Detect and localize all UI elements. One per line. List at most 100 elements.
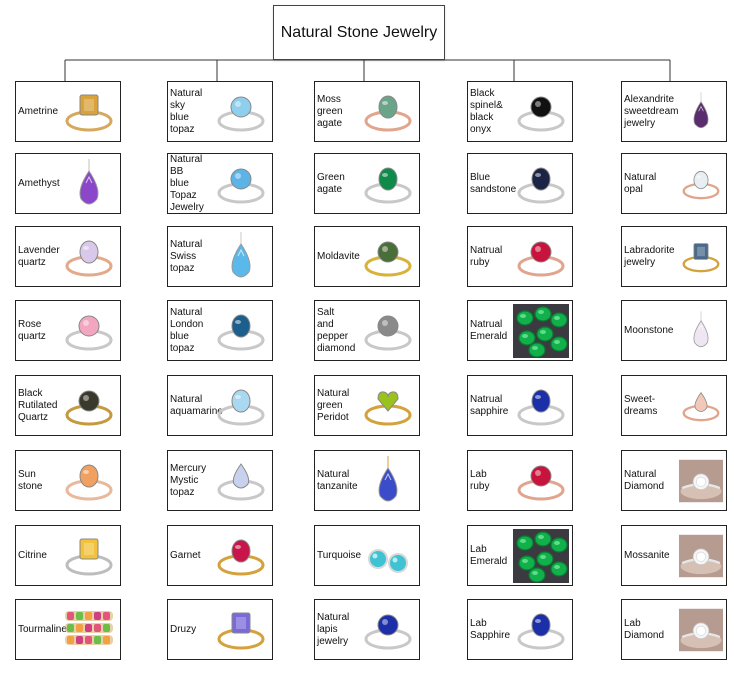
lab-ruby-ring-icon-graphic [517, 465, 565, 501]
category-label: Lab Diamond [624, 617, 665, 641]
category-label: Natural BB blue Topaz Jewelry [170, 153, 204, 213]
lab-sapphire-ring-icon [513, 603, 569, 657]
category-box: Mossanite [621, 525, 727, 586]
sweetdreams-ring-icon-graphic [682, 391, 720, 422]
blue-sandstone-ring-icon-graphic [517, 167, 565, 204]
tanzanite-pendant-icon [360, 454, 416, 508]
salt-pepper-diamond-ring-icon [360, 304, 416, 358]
category-label: Tourmaline [18, 623, 67, 635]
rose-quartz-ring-icon-graphic [65, 315, 113, 351]
moldavite-ring-icon [360, 230, 416, 284]
turquoise-earrings-icon-graphic [368, 549, 408, 573]
category-box: Citrine [15, 525, 121, 586]
category-box: Sun stone [15, 450, 121, 511]
garnet-ring-icon [213, 529, 269, 583]
opal-ring-icon-graphic [682, 171, 720, 200]
druzy-ring-icon-graphic [217, 612, 265, 650]
category-box: Natural green Peridot [314, 375, 420, 436]
category-box: Natural aquamarine [167, 375, 273, 436]
category-box: Lab ruby [467, 450, 573, 511]
emerald-stones-icon-graphic [513, 304, 569, 358]
category-label: Natrual ruby [470, 244, 503, 268]
category-box: Natural lapis jewelry [314, 599, 420, 660]
sunstone-ring-icon [61, 454, 117, 508]
citrine-ring-icon-graphic [65, 538, 113, 576]
lab-emerald-stones-icon [513, 529, 569, 583]
amethyst-pendant-icon-graphic [79, 159, 99, 205]
emerald-stones-icon [513, 304, 569, 358]
category-box: Black spinel& black onyx [467, 81, 573, 142]
category-label: Green agate [317, 171, 345, 195]
category-box: Garnet [167, 525, 273, 586]
salt-pepper-diamond-ring-icon-graphic [364, 315, 412, 351]
category-label: Alexandrite sweetdream jewelry [624, 93, 679, 129]
turquoise-earrings-icon [360, 529, 416, 583]
lab-diamond-ring-photo-icon [679, 603, 723, 657]
category-box: Natural Diamond [621, 450, 727, 511]
citrine-ring-icon [61, 529, 117, 583]
category-label: Black Rutilated Quartz [18, 387, 58, 423]
category-box: Natural Swiss topaz [167, 226, 273, 287]
lab-emerald-stones-icon-graphic [513, 529, 569, 583]
lavender-quartz-ring-icon-graphic [65, 240, 113, 277]
lab-ruby-ring-icon [513, 454, 569, 508]
category-box: Natural London blue topaz [167, 300, 273, 361]
mercury-mystic-topaz-ring-icon-graphic [217, 463, 265, 501]
green-agate-ring-icon-graphic [364, 167, 412, 204]
alexandrite-jewelry-icon-graphic [693, 92, 709, 129]
category-label: Moonstone [624, 324, 674, 336]
opal-ring-icon [679, 157, 723, 211]
category-box: Natural sky blue topaz [167, 81, 273, 142]
category-label: Lab ruby [470, 468, 490, 492]
category-label: Mercury Mystic topaz [170, 462, 207, 498]
category-box: Salt and pepper diamond [314, 300, 420, 361]
category-label: Druzy [170, 623, 197, 635]
category-label: Sun stone [18, 468, 43, 492]
blue-sandstone-ring-icon [513, 157, 569, 211]
category-box: Amethyst [15, 153, 121, 214]
category-label: Mossanite [624, 549, 670, 561]
black-spinel-ring-icon-graphic [517, 96, 565, 132]
black-rutilated-quartz-ring-icon-graphic [65, 390, 113, 426]
lab-sapphire-ring-icon-graphic [517, 613, 565, 650]
root-title: Natural Stone Jewelry [280, 23, 438, 41]
moonstone-icon-graphic [693, 311, 709, 348]
category-label: Natural opal [624, 171, 657, 195]
category-label: Natural Swiss topaz [170, 238, 203, 274]
sapphire-ring-icon-graphic [517, 389, 565, 426]
bb-blue-topaz-ring-icon-graphic [217, 168, 265, 204]
category-label: Amethyst [18, 177, 60, 189]
ametrine-ring-icon-graphic [65, 94, 113, 132]
category-label: Lab Sapphire [470, 617, 511, 641]
category-label: Salt and pepper diamond [317, 306, 356, 354]
lapis-ring-icon-graphic [364, 614, 412, 650]
category-label: Natural lapis jewelry [317, 611, 350, 647]
category-label: Citrine [18, 549, 47, 561]
category-box: Moldavite [314, 226, 420, 287]
root-node: Natural Stone Jewelry [273, 5, 445, 60]
druzy-ring-icon [213, 603, 269, 657]
category-box: Natrual ruby [467, 226, 573, 287]
category-label: Natural London blue topaz [170, 306, 204, 354]
category-box: Natrual sapphire [467, 375, 573, 436]
category-box: Tourmaline [15, 599, 121, 660]
category-label: Garnet [170, 549, 201, 561]
rose-quartz-ring-icon [61, 304, 117, 358]
category-box: Natrual Emerald [467, 300, 573, 361]
category-label: Moldavite [317, 250, 360, 262]
category-label: Labradorite jewelry [624, 244, 675, 268]
category-box: Ametrine [15, 81, 121, 142]
lapis-ring-icon [360, 603, 416, 657]
tourmaline-rings-icon-graphic [65, 611, 113, 645]
peridot-ring-icon-graphic [364, 391, 412, 426]
category-label: Natrual sapphire [470, 393, 509, 417]
green-agate-ring-icon [360, 157, 416, 211]
peridot-ring-icon [360, 379, 416, 433]
aquamarine-ring-icon [213, 379, 269, 433]
ametrine-ring-icon [61, 85, 117, 139]
category-label: Blue sandstone [470, 171, 517, 195]
category-box: Black Rutilated Quartz [15, 375, 121, 436]
category-label: Lab Emerald [470, 543, 508, 567]
